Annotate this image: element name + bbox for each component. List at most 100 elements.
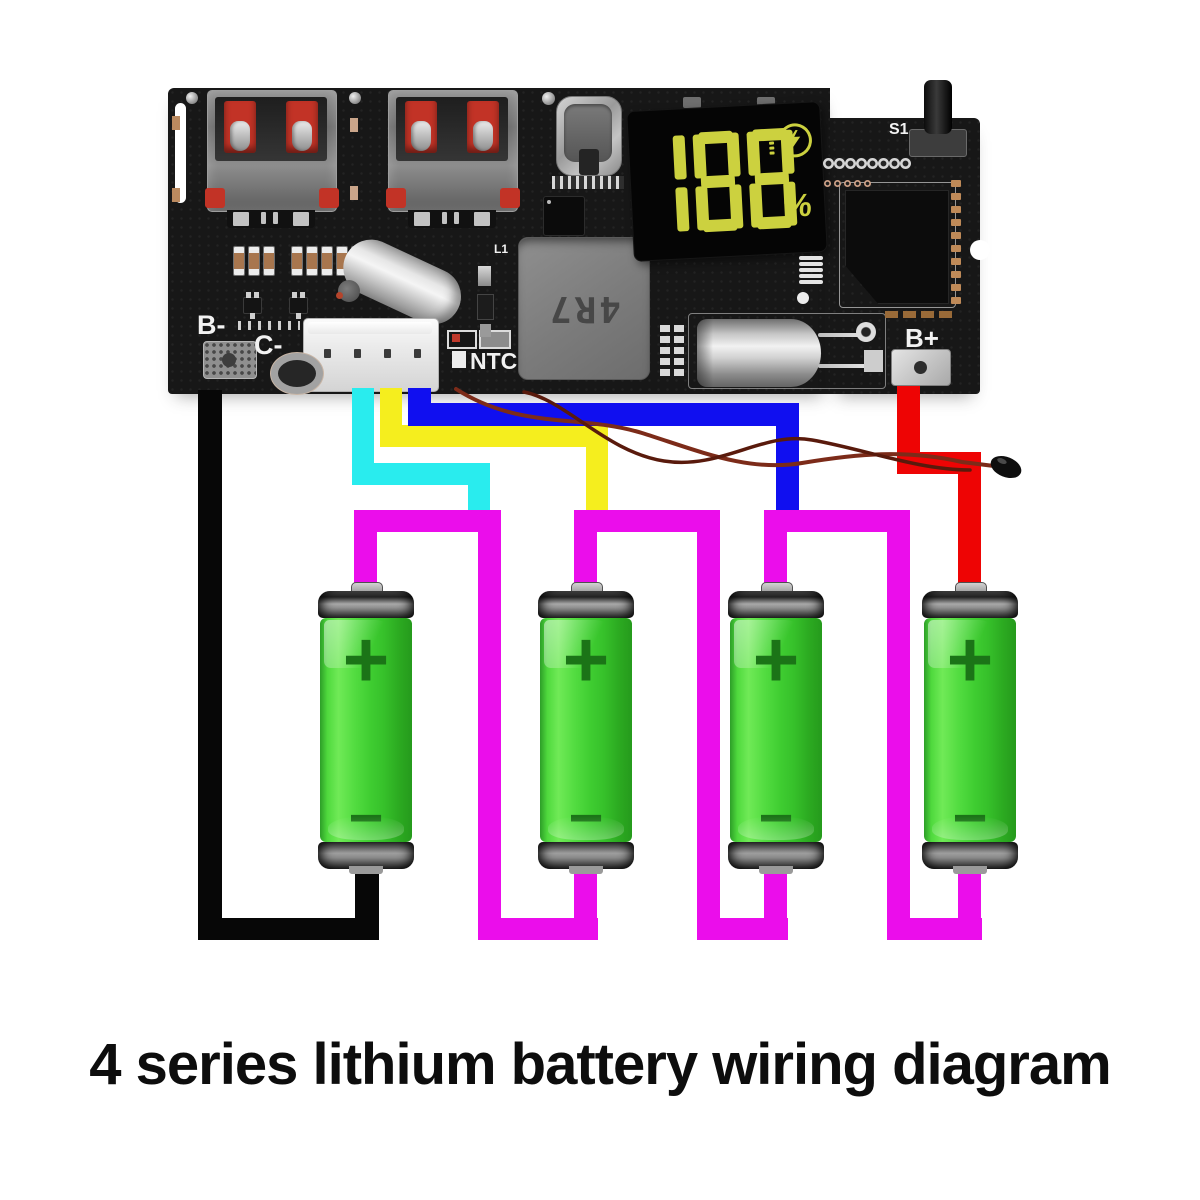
wire-series-link-3 bbox=[958, 864, 981, 940]
display-mount-tab bbox=[683, 97, 701, 108]
battery-4: + − bbox=[922, 582, 1018, 874]
usb-mount-tab bbox=[205, 188, 225, 208]
solder-dot bbox=[336, 292, 343, 299]
balance-connector bbox=[303, 318, 439, 392]
wire-series-link-1 bbox=[574, 864, 597, 940]
power-inductor: 4R7 bbox=[518, 237, 650, 380]
wire-yellow-balance bbox=[586, 425, 608, 514]
bottom-pads bbox=[885, 311, 952, 318]
battery-plus-mark: + bbox=[342, 615, 390, 704]
wire-cyan-balance bbox=[468, 463, 490, 514]
capacitor-lead bbox=[818, 333, 874, 337]
usb-red-contact bbox=[467, 101, 499, 153]
wire-red-bplus bbox=[958, 452, 981, 592]
b-plus-label: B+ bbox=[905, 323, 939, 353]
display-module: % bbox=[626, 101, 828, 262]
wire-series-link-1 bbox=[354, 510, 501, 532]
inductor-value-label: 4R7 bbox=[546, 288, 622, 329]
via-row bbox=[824, 180, 871, 187]
battery-negative-terminal bbox=[953, 866, 987, 874]
battery-3: + − bbox=[728, 582, 824, 874]
battery-plus-mark: + bbox=[946, 615, 994, 704]
l1-label: L1 bbox=[494, 242, 509, 256]
wire-series-link-2 bbox=[697, 510, 720, 940]
usb-a-port-2 bbox=[386, 90, 520, 212]
push-button-knob bbox=[924, 80, 952, 134]
main-ic bbox=[845, 190, 949, 304]
usb-mount-tab bbox=[386, 188, 406, 208]
battery-top-cap bbox=[538, 591, 634, 618]
usb-red-contact bbox=[405, 101, 437, 153]
battery-body: + − bbox=[540, 618, 632, 848]
pcb-edge-notch bbox=[970, 240, 990, 260]
usb-red-contact bbox=[224, 101, 256, 153]
usb-mount-tab bbox=[319, 188, 339, 208]
through-hole-row bbox=[823, 158, 911, 169]
usb-mount-tab bbox=[500, 188, 520, 208]
smd-transistor bbox=[243, 292, 262, 319]
c-minus-pad bbox=[271, 353, 323, 394]
wire-cyan-balance bbox=[352, 388, 374, 465]
usb-port-1-pins bbox=[227, 210, 315, 228]
solder-via bbox=[797, 292, 809, 304]
usb-red-contact bbox=[286, 101, 318, 153]
battery-top-cap bbox=[318, 591, 414, 618]
wire-series-link-2 bbox=[574, 510, 720, 532]
smd-transistor bbox=[289, 292, 308, 319]
wire-black-bminus bbox=[355, 864, 379, 940]
battery-bottom-cap bbox=[538, 842, 634, 869]
coil-spring bbox=[799, 256, 823, 284]
wire-series-link-1 bbox=[478, 918, 598, 940]
battery-2: + − bbox=[538, 582, 634, 874]
solder-pad bbox=[349, 92, 361, 104]
edge-pad bbox=[350, 118, 358, 132]
display-digit bbox=[692, 130, 744, 233]
battery-minus-mark: − bbox=[952, 784, 988, 851]
usb-c-port bbox=[556, 96, 622, 176]
charging-bolt-icon bbox=[768, 116, 819, 165]
wire-series-link-3 bbox=[764, 510, 910, 532]
battery-plus-mark: + bbox=[752, 615, 800, 704]
smd-component bbox=[478, 266, 491, 286]
usb-port-2-pins bbox=[408, 210, 496, 228]
usb-a-port-1 bbox=[205, 90, 339, 212]
battery-body: + − bbox=[320, 615, 412, 848]
capacitor-end-cap bbox=[338, 280, 360, 302]
wire-black-bminus bbox=[198, 918, 379, 940]
wire-black-bminus bbox=[198, 390, 222, 940]
battery-minus-mark: − bbox=[348, 784, 384, 851]
battery-bottom-cap bbox=[728, 842, 824, 869]
capacitor-lead bbox=[818, 364, 874, 368]
smd-led bbox=[447, 330, 477, 349]
ntc-pad bbox=[452, 351, 466, 368]
solder-pad bbox=[542, 92, 555, 105]
solder-pad bbox=[186, 92, 198, 104]
wire-series-link-3 bbox=[764, 510, 787, 592]
ntc-label: NTC bbox=[470, 348, 518, 374]
b-minus-pad bbox=[203, 341, 257, 379]
header-footprint bbox=[660, 325, 684, 376]
battery-body: + − bbox=[730, 615, 822, 848]
usb-port-opening bbox=[215, 97, 327, 161]
battery-top-cap bbox=[728, 591, 824, 618]
wire-series-link-2 bbox=[764, 864, 787, 940]
pcb-edge-slot bbox=[175, 103, 186, 203]
edge-pad bbox=[172, 188, 180, 202]
wire-series-link-3 bbox=[887, 510, 910, 940]
wire-blue-balance bbox=[408, 403, 799, 426]
smd-component bbox=[477, 294, 494, 320]
output-capacitor bbox=[697, 319, 821, 387]
wire-cyan-balance bbox=[352, 463, 490, 485]
battery-bottom-cap bbox=[318, 842, 414, 869]
wire-series-link-2 bbox=[574, 510, 597, 592]
smd-component bbox=[480, 324, 491, 337]
display-digit bbox=[638, 133, 690, 235]
display-mount-tab bbox=[757, 97, 775, 108]
wire-series-link-1 bbox=[478, 510, 501, 940]
resistor-group bbox=[233, 246, 275, 276]
solder-pad bbox=[864, 350, 883, 372]
castellated-pads bbox=[951, 180, 961, 304]
battery-body: + − bbox=[924, 615, 1016, 848]
usb-port-opening bbox=[396, 97, 508, 161]
